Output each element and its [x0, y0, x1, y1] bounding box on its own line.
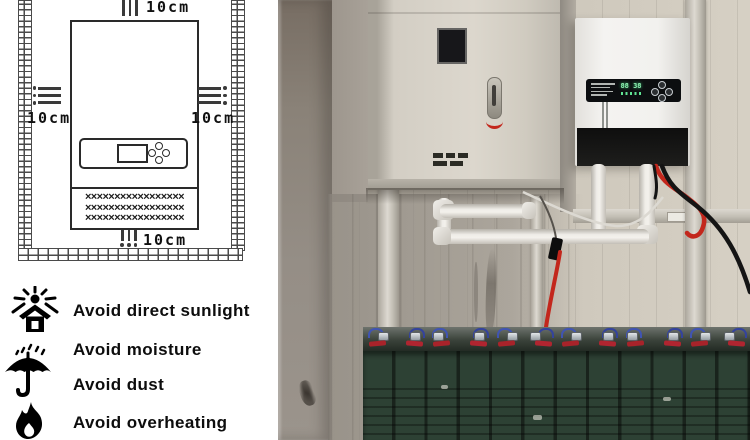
battery-terminals [363, 327, 750, 351]
mounting-strut [378, 186, 399, 338]
button-dot-icon [155, 142, 163, 150]
airflow-arrows-right [198, 86, 227, 105]
wall-shadow-strip [332, 0, 368, 202]
battery-terminal [653, 327, 685, 351]
nav-button-up-icon [658, 81, 666, 89]
battery-terminal [621, 327, 653, 351]
inverter-terminal-section [577, 128, 688, 166]
vent-row: ××××××××××××××××× [84, 191, 185, 203]
nav-button-right-icon [665, 87, 673, 96]
battery-scuff [533, 415, 542, 420]
inverter-display-panel: 88 38 [586, 79, 681, 102]
cabinet-vent-slots [433, 149, 471, 169]
warning-label-overheating: Avoid overheating [73, 413, 228, 432]
panel-wire [606, 102, 608, 128]
electrical-cabinet [368, 0, 560, 190]
airflow-arrows-bottom [120, 230, 137, 247]
battery-scuff [663, 397, 671, 401]
battery-terminal [557, 327, 589, 351]
wall-stain [474, 262, 478, 322]
pvc-pipe [440, 204, 536, 218]
cabinet-shadow [366, 188, 564, 204]
button-dot-icon [162, 149, 170, 157]
inverter-unit: 88 38 [575, 18, 690, 166]
pvc-pipe [639, 164, 655, 232]
panel-fine-print [591, 83, 615, 98]
airflow-arrows-left [32, 86, 61, 105]
lcd-digits: 88 38 [620, 82, 642, 90]
vent-grid: ××××××××××××××××××××××××××××××××××××××××… [72, 187, 197, 228]
clearance-diagram-panel: ××××××××××××××××××××××××××××××××××××××××… [0, 0, 278, 440]
rail-sticker [667, 212, 686, 222]
battery-terminal [460, 327, 492, 351]
battery-terminal [428, 327, 460, 351]
umbrella-rain-icon [5, 343, 51, 398]
panel-wire [602, 102, 604, 128]
cabinet-handle [487, 77, 502, 119]
lcd-display: 88 38 [618, 82, 644, 99]
flame-icon [16, 402, 43, 439]
button-dot-icon [148, 149, 156, 157]
wall-gap-strip [560, 0, 576, 212]
battery-terminal [686, 327, 718, 351]
brick-wall-bottom [18, 248, 243, 261]
battery-scuff [441, 385, 448, 389]
button-dot-icon [155, 156, 163, 164]
inverter-outline: ××××××××××××××××××××××××××××××××××××××××… [70, 20, 199, 230]
inverter-display-outline [79, 138, 188, 169]
inverter-screen-outline [117, 144, 148, 163]
battery-terminal [589, 327, 621, 351]
warning-label-dust: Avoid dust [73, 375, 165, 394]
vent-row: ××××××××××××××××× [84, 212, 185, 224]
warning-label-sunlight: Avoid direct sunlight [73, 301, 250, 320]
battery-cells [363, 351, 750, 440]
lcd-wave [621, 92, 641, 95]
pipe-elbow [433, 227, 451, 245]
battery-terminal [524, 327, 556, 351]
vent-row: ××××××××××××××××× [84, 201, 185, 214]
airflow-arrows-top [122, 0, 138, 16]
cabinet-window [437, 28, 467, 64]
clearance-label-right: 10cm [191, 109, 236, 127]
clearance-label-bottom: 10cm [143, 231, 188, 249]
pvc-pipe [439, 229, 649, 244]
cabinet-red-mark [486, 114, 503, 129]
pipe-coupling [522, 202, 536, 219]
installation-photo: 88 38 [278, 0, 750, 440]
battery-bank [363, 327, 750, 440]
sun-house-icon [11, 286, 59, 332]
battery-terminal [363, 327, 395, 351]
clearance-label-top: 10cm [146, 0, 191, 16]
nav-button-down-icon [658, 94, 666, 102]
warning-label-moisture: Avoid moisture [73, 340, 202, 359]
side-wall [278, 0, 332, 440]
battery-terminal [492, 327, 524, 351]
clearance-label-left: 10cm [27, 109, 72, 127]
battery-terminal [718, 327, 750, 351]
nav-button-left-icon [651, 87, 659, 96]
pvc-pipe [591, 164, 606, 238]
battery-terminal [395, 327, 427, 351]
